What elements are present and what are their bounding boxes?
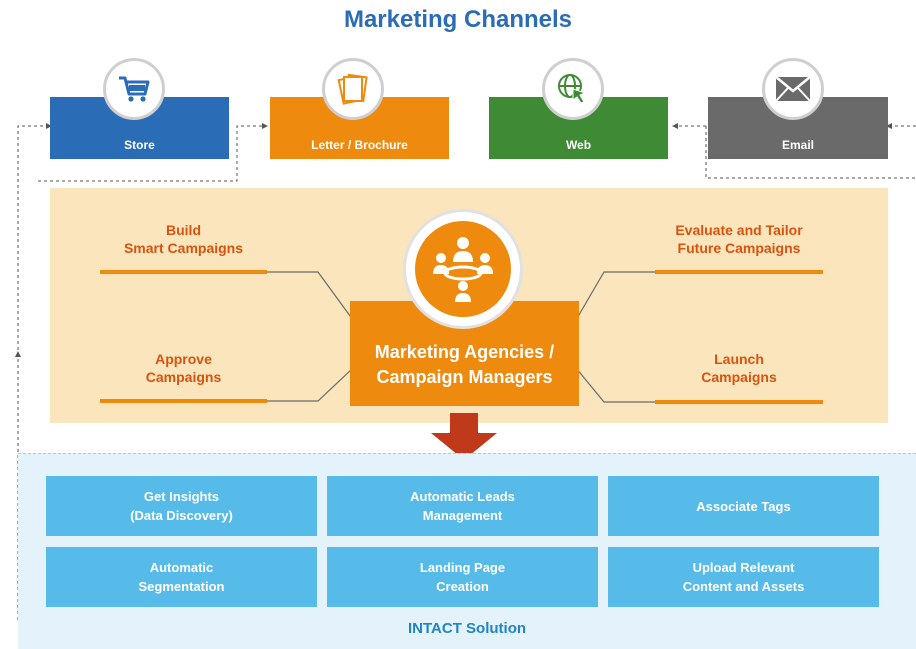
- connector-email-right: [705, 126, 916, 179]
- step-launch: Launch Campaigns: [655, 350, 823, 386]
- channel-letter-label: Letter / Brochure: [311, 138, 408, 152]
- tile-line2: Creation: [436, 579, 489, 594]
- step-launch-line1: Launch: [714, 351, 764, 367]
- connector-store-letter: [38, 125, 262, 182]
- documents-icon: [322, 58, 384, 120]
- connector-launch: [575, 367, 655, 403]
- step-evaluate: Evaluate and Tailor Future Campaigns: [655, 221, 823, 257]
- channel-store-label: Store: [124, 138, 155, 152]
- channel-web-label: Web: [565, 138, 592, 152]
- tile-line2: (Data Discovery): [130, 508, 233, 523]
- team-meeting-icon: [415, 221, 511, 317]
- hub-box: Marketing Agencies / Campaign Managers: [350, 301, 579, 406]
- step-approve-underline: [100, 399, 267, 403]
- tile-line1: Get Insights: [143, 489, 220, 504]
- tile-line1: Associate Tags: [696, 498, 791, 514]
- tile-line1: Upload Relevant: [692, 560, 795, 575]
- step-build: Build Smart Campaigns: [100, 221, 267, 257]
- step-evaluate-line1: Evaluate and Tailor: [675, 222, 803, 238]
- step-build-line2: Smart Campaigns: [123, 240, 244, 256]
- solution-label: INTACT Solution: [407, 620, 527, 637]
- cart-icon: [103, 58, 165, 120]
- step-approve-line2: Campaigns: [145, 369, 222, 385]
- down-arrow-icon: [431, 413, 497, 460]
- step-approve-line1: Approve: [155, 351, 212, 367]
- channel-email: Email: [708, 97, 888, 159]
- tile-line2: Content and Assets: [682, 579, 805, 594]
- connector-approve: [267, 367, 354, 402]
- tile-line1: Landing Page: [419, 560, 506, 575]
- arrowhead-letter: [262, 123, 268, 129]
- step-approve: Approve Campaigns: [100, 350, 267, 386]
- tile-line1: Automatic Leads: [410, 489, 515, 504]
- connector-build: [267, 271, 354, 321]
- tile-line2: Management: [422, 508, 503, 523]
- page-title: Marketing Channels: [343, 6, 573, 33]
- tile-get-insights: Get Insights (Data Discovery): [46, 476, 317, 536]
- globe-cursor-icon: [542, 58, 604, 120]
- hub-circle: [403, 209, 523, 329]
- step-evaluate-line2: Future Campaigns: [677, 240, 801, 256]
- tile-associate-tags: Associate Tags: [608, 476, 879, 536]
- hub-line1: Marketing Agencies /: [374, 341, 555, 362]
- arrowhead-email: [886, 123, 892, 129]
- hub-line2: Campaign Managers: [376, 366, 553, 387]
- step-build-line1: Build: [166, 222, 201, 238]
- channel-email-label: Email: [781, 138, 814, 152]
- arrowhead-store: [46, 123, 52, 129]
- step-launch-line2: Campaigns: [701, 369, 777, 385]
- connector-evaluate: [575, 271, 655, 321]
- envelope-icon: [762, 58, 824, 120]
- tile-line2: Segmentation: [138, 579, 225, 594]
- arrowhead-up: [15, 351, 21, 357]
- step-launch-underline: [655, 400, 823, 404]
- step-build-underline: [100, 270, 267, 274]
- arrowhead-web: [672, 123, 678, 129]
- tile-line1: Automatic: [149, 560, 214, 575]
- step-evaluate-underline: [655, 270, 823, 274]
